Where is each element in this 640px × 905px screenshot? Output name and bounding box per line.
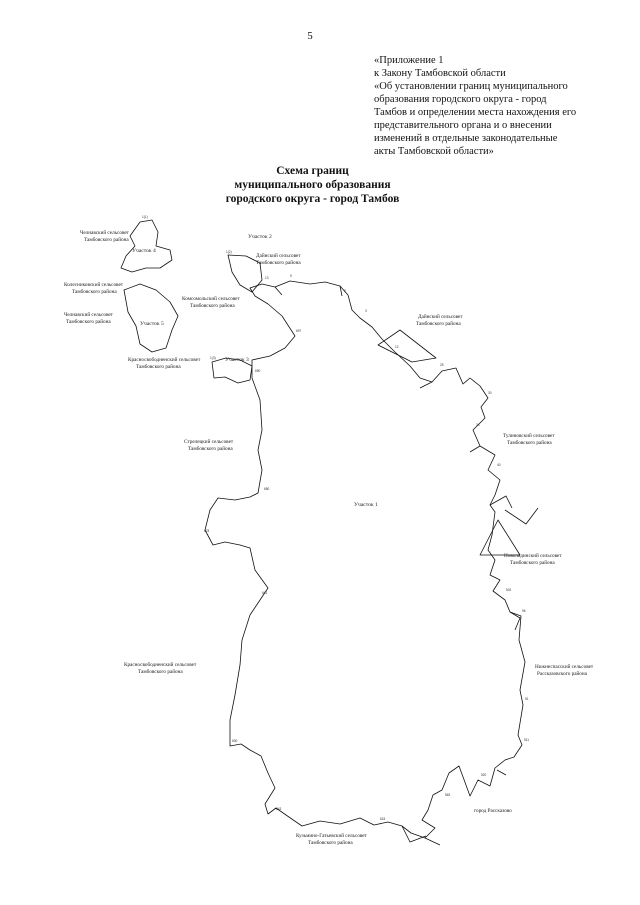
point-label: 641 bbox=[262, 591, 268, 595]
point-label: 34 bbox=[476, 423, 480, 427]
leader-line bbox=[496, 611, 521, 776]
parcel-2-boundary bbox=[227, 254, 263, 293]
annex-line: изменений в отдельные законодательные bbox=[374, 133, 558, 144]
annex-line: «Приложение 1 bbox=[374, 55, 444, 66]
point-label: 615 bbox=[380, 817, 386, 821]
neighbour-label: Тамбовского района bbox=[138, 668, 183, 675]
page-number: 5 bbox=[307, 30, 313, 42]
neighbour-label: Дайнский сельсовет bbox=[256, 252, 301, 259]
neighbour-label: Тамбовского района bbox=[136, 363, 181, 370]
point-label: 1(3) bbox=[210, 356, 216, 360]
point-label: 25 bbox=[440, 363, 444, 367]
point-label: 8 bbox=[344, 289, 346, 293]
neighbour-label: Тамбовского района bbox=[308, 839, 353, 846]
point-label: 40 bbox=[497, 463, 501, 467]
neighbour-label: Тамбовского района bbox=[188, 445, 233, 452]
annex-line: представительного органа и о внесении bbox=[374, 120, 552, 131]
neighbour-label: Тамбовского района bbox=[256, 259, 301, 266]
neighbour-label: Новолядинский сельсовет bbox=[504, 552, 562, 559]
point-label: 563 bbox=[445, 793, 451, 797]
point-label: 96 bbox=[522, 609, 526, 613]
point-label: 13 bbox=[265, 276, 269, 280]
parcel-label: Участок 1 bbox=[354, 502, 378, 508]
annex-line: «Об установлении границ муниципального bbox=[374, 81, 568, 92]
neighbour-label: город Рассказово bbox=[474, 808, 512, 814]
neighbour-label: Тамбовского района bbox=[72, 288, 117, 295]
neighbour-label: Челнавский сельсовет bbox=[64, 311, 114, 318]
parcel-label: Участок 3 bbox=[225, 357, 249, 363]
leader-line bbox=[479, 519, 521, 556]
neighbour-label: Тамбовского района bbox=[510, 559, 555, 566]
annex-line: Тамбов и определении места нахождения ег… bbox=[374, 107, 577, 118]
parcel-5-boundary bbox=[123, 283, 179, 353]
neighbour-label: Челнавский сельсовет bbox=[80, 229, 130, 236]
neighbour-label: Стрелецкий сельсовет bbox=[184, 438, 234, 445]
point-label: 511 bbox=[524, 738, 529, 742]
point-label: 1(1) bbox=[142, 215, 148, 219]
neighbour-label: Красносвободненский сельсовет bbox=[128, 356, 201, 363]
point-label: 520 bbox=[481, 773, 487, 777]
neighbour-label: Тамбовского района bbox=[84, 236, 129, 243]
title-line: городского округа - город Тамбов bbox=[225, 193, 400, 205]
parcel-3-boundary bbox=[211, 357, 253, 384]
point-label: 9 bbox=[290, 274, 292, 278]
neighbour-label: Кузьмино-Гатьевский сельсовет bbox=[296, 832, 368, 839]
neighbour-label: Тамбовского района bbox=[190, 302, 235, 309]
neighbour-label: Дайнский сельсовет bbox=[418, 313, 463, 320]
neighbour-label: Тулиновский сельсовет bbox=[503, 432, 555, 439]
neighbour-label: Нижнеспасский сельсовет bbox=[535, 663, 594, 670]
point-label: 51 bbox=[525, 697, 529, 701]
neighbour-label: Тамбовского района bbox=[416, 320, 461, 327]
annex-line: образования городского округа - город bbox=[374, 94, 547, 105]
point-label: 697 bbox=[296, 329, 302, 333]
parcel-label: Участок 4 bbox=[132, 248, 156, 254]
neighbour-label: Комсомольский сельсовет bbox=[182, 295, 240, 302]
point-label: 30 bbox=[488, 391, 492, 395]
point-label: 680 bbox=[264, 487, 270, 491]
point-label: 630 bbox=[232, 739, 238, 743]
leader-line bbox=[377, 329, 437, 363]
annex-line: к Закону Тамбовской области bbox=[374, 68, 506, 79]
parcel-label: Участок 5 bbox=[140, 321, 164, 327]
parcel-4-boundary bbox=[120, 219, 173, 273]
neighbour-label: Колесниковский сельсовет bbox=[64, 281, 124, 288]
point-label: 502 bbox=[506, 588, 512, 592]
neighbour-label: Тамбовского района bbox=[507, 439, 552, 446]
title-line: Схема границ bbox=[276, 165, 349, 177]
title-line: муниципального образования bbox=[234, 179, 391, 191]
neighbour-label: Красносвободненский сельсовет bbox=[124, 661, 197, 668]
point-label: 690 bbox=[255, 369, 261, 373]
point-label: 12 bbox=[395, 345, 399, 349]
neighbour-label: Рассказовского района bbox=[537, 670, 588, 677]
leader-line bbox=[274, 285, 539, 525]
annex-header: «Приложение 1 к Закону Тамбовской област… bbox=[374, 54, 604, 158]
parcel-label: Участок 2 bbox=[248, 234, 272, 240]
annex-line: акты Тамбовской области» bbox=[374, 146, 494, 157]
point-label: 678 bbox=[204, 529, 210, 533]
map-title: Схема границ муниципального образования … bbox=[180, 164, 445, 206]
parcel-1-boundary bbox=[204, 280, 526, 839]
point-label: 3 bbox=[365, 309, 367, 313]
neighbour-label: Тамбовского района bbox=[66, 318, 111, 325]
leader-line bbox=[401, 825, 441, 846]
point-label: 643 bbox=[276, 807, 282, 811]
point-label: 1(2) bbox=[226, 250, 232, 254]
